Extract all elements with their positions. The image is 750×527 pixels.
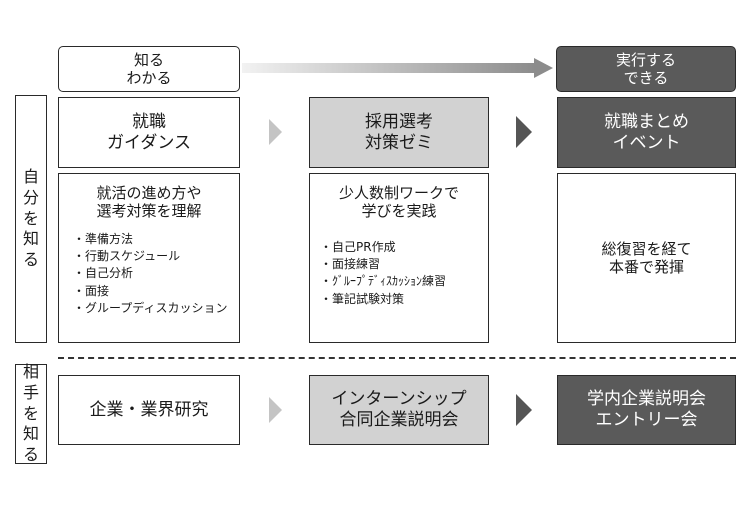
self-stage2-title-line-2: 対策ゼミ — [365, 132, 433, 153]
other-stage3-title-line-2: エントリー会 — [595, 410, 698, 430]
header-act-line-1: 実行する — [615, 50, 676, 69]
other-stage1-title-line-1: 企業・業界研究 — [89, 399, 209, 420]
self-stage2-desc-box: 少人数制ワークで 学びを実践 ・自己PR作成 ・面接練習 ・ｸﾞﾙｰﾌﾟﾃﾞｨｽ… — [309, 173, 489, 343]
bullet-item: ・ｸﾞﾙｰﾌﾟﾃﾞｨｽｶｯｼｮﾝ練習 — [320, 274, 447, 289]
self-stage3-desc-line-2: 本番で発揮 — [608, 258, 684, 276]
header-progress-arrow — [242, 58, 553, 78]
header-know-line-2: わかる — [126, 69, 172, 87]
bullet-item: ・面接練習 — [320, 256, 381, 271]
other-stage3-title-line-1: 学内企業説明会 — [587, 389, 706, 410]
self-stage1-desc-box: 就活の進め方や 選考対策を理解 ・準備方法 ・行動スケジュール ・自己分析 ・面… — [58, 173, 240, 343]
self-arrow-1-to-2 — [269, 119, 282, 145]
row-label-other-text: 相手を知る — [22, 362, 39, 465]
self-stage1-desc-line-2: 選考対策を理解 — [96, 202, 202, 221]
self-stage3-title-line-1: 就職まとめ — [604, 111, 689, 132]
bullet-item: ・行動スケジュール — [73, 248, 181, 263]
self-stage2-title-box: 採用選考 対策ゼミ — [309, 97, 489, 168]
self-stage1-bullet-list: ・準備方法 ・行動スケジュール ・自己分析 ・面接 ・グループディスカッション — [73, 231, 227, 318]
other-stage2-title-line-2: 合同企業説明会 — [339, 410, 459, 430]
self-stage1-title-line-2: ガイダンス — [107, 132, 191, 153]
bullet-item: ・準備方法 — [73, 231, 134, 246]
header-know-line-1: 知る — [133, 50, 164, 69]
other-stage2-title-line-1: インターンシップ — [331, 389, 467, 410]
bullet-item: ・自己PR作成 — [320, 239, 396, 254]
self-stage1-title-box: 就職 ガイダンス — [58, 97, 240, 168]
row-label-other: 相手を知る — [15, 362, 47, 465]
bullet-item: ・面接 — [73, 283, 110, 298]
other-stage1-box: 企業・業界研究 — [58, 375, 240, 445]
header-act-box: 実行する できる — [556, 46, 736, 92]
self-stage3-desc-box: 総復習を経て 本番で発揮 — [557, 173, 736, 343]
self-arrow-2-to-3 — [516, 116, 532, 148]
bullet-item: ・筆記試験対策 — [320, 291, 405, 306]
header-know-box: 知る わかる — [58, 46, 240, 92]
row-label-self: 自分を知る — [15, 95, 47, 343]
self-stage3-title-line-2: イベント — [612, 132, 681, 153]
bullet-item: ・グループディスカッション — [73, 301, 228, 316]
self-stage1-desc-line-1: 就活の進め方や — [96, 184, 202, 202]
self-stage3-title-box: 就職まとめ イベント — [557, 97, 736, 168]
other-stage3-box: 学内企業説明会 エントリー会 — [557, 375, 736, 445]
other-stage2-box: インターンシップ 合同企業説明会 — [309, 375, 489, 445]
bullet-item: ・自己分析 — [73, 266, 134, 281]
other-arrow-1-to-2 — [269, 397, 282, 423]
self-stage3-desc-line-1: 総復習を経て — [601, 239, 692, 258]
other-arrow-2-to-3 — [516, 394, 532, 426]
self-stage2-bullet-list: ・自己PR作成 ・面接練習 ・ｸﾞﾙｰﾌﾟﾃﾞｨｽｶｯｼｮﾝ練習 ・筆記試験対策 — [320, 239, 446, 309]
self-stage1-title-line-1: 就職 — [132, 111, 166, 132]
self-stage2-desc-line-2: 学びを実践 — [361, 202, 437, 221]
section-divider — [58, 357, 736, 359]
header-act-line-2: できる — [623, 69, 669, 87]
self-stage2-title-line-1: 採用選考 — [365, 111, 433, 132]
row-label-self-text: 自分を知る — [22, 167, 39, 270]
self-stage2-desc-line-1: 少人数制ワークで — [338, 184, 459, 202]
